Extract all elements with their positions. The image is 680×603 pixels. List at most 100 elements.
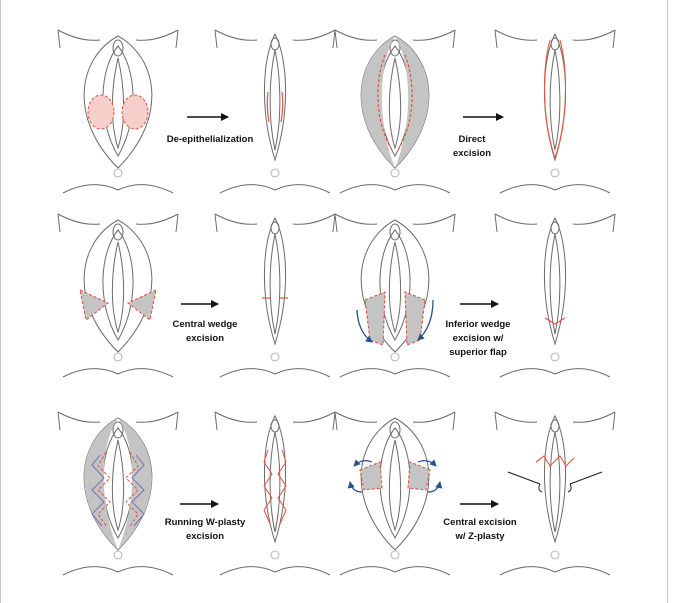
thigh-line-left: [214, 411, 218, 431]
inner-labia-outline: [379, 427, 411, 539]
fig-running-w-plasty-pre: [57, 411, 179, 576]
fig-direct-excision-post: [494, 29, 616, 194]
clitoral-hood: [389, 223, 401, 241]
retraction-suture-left: [507, 471, 541, 485]
closure-line-left: [266, 91, 270, 123]
thigh-line-right: [452, 29, 456, 49]
label-inferior-wedge: Inferior wedge excision w/ superior flap: [445, 319, 511, 358]
page-edge-right: [667, 0, 668, 603]
z-arrow-upper-right: [417, 459, 437, 467]
introitus-outline: [111, 439, 125, 532]
introitus-outline: [549, 431, 561, 533]
labia-outline: [360, 219, 430, 353]
clitoral-hood: [270, 419, 280, 433]
fig-inferior-wedge-post: [494, 213, 616, 378]
fig-direct-excision-pre: [334, 29, 456, 194]
thigh-line-left: [334, 213, 338, 233]
labia-outline: [83, 35, 153, 169]
suture-hook-left: [538, 483, 543, 493]
thigh-line-left: [494, 29, 498, 49]
introitus-outline: [111, 241, 125, 334]
incision-left: [377, 54, 393, 151]
upper-contour-right: [572, 29, 616, 41]
thigh-line-left: [57, 29, 61, 49]
w-suture-left: [263, 449, 273, 525]
introitus-outline: [388, 241, 402, 334]
thigh-line-left: [334, 411, 338, 431]
fig-central-wedge-pre: [57, 213, 179, 378]
flap-arrow-right: [417, 299, 434, 341]
clitoral-hood: [389, 421, 401, 439]
lower-contour: [339, 368, 451, 378]
thigh-line-right: [332, 213, 336, 233]
thigh-line-left: [57, 213, 61, 233]
clitoral-hood: [112, 39, 124, 57]
introitus-outline: [388, 439, 402, 532]
fig-inferior-wedge-pre: [334, 213, 456, 378]
suture-hook-right: [567, 483, 572, 493]
introitus-outline: [549, 49, 561, 151]
lower-contour: [62, 566, 174, 576]
w-line-right: [131, 454, 145, 527]
w-line-left: [91, 454, 105, 527]
de-epi-zone-right: [121, 94, 149, 130]
incision-right: [397, 54, 413, 151]
upper-contour-left: [494, 213, 538, 225]
closure-line-right: [280, 91, 284, 123]
introitus-outline: [388, 57, 402, 150]
upper-contour-right: [572, 411, 616, 423]
inferior-closure: [544, 317, 566, 325]
fig-central-z-plasty-post: [494, 411, 616, 576]
fig-central-wedge-post: [214, 213, 336, 378]
label-direct-excision: Direct excision: [452, 134, 492, 159]
thigh-line-left: [334, 29, 338, 49]
inferior-wedge-left: [364, 291, 386, 346]
lower-contour: [339, 566, 451, 576]
inner-labia-outline: [102, 45, 134, 157]
labia-outline: [360, 417, 430, 551]
anus-mark: [270, 352, 280, 362]
lower-contour: [499, 184, 611, 194]
suture-line-right: [554, 39, 567, 159]
clitoral-hood: [112, 223, 124, 241]
upper-contour-right: [292, 411, 336, 423]
thigh-line-right: [332, 411, 336, 431]
fig-central-z-plasty-pre: [334, 411, 456, 576]
anus-mark: [113, 550, 123, 560]
labia-outline: [264, 414, 286, 544]
lower-contour: [499, 566, 611, 576]
labia-outline: [264, 216, 286, 346]
lower-contour: [499, 368, 611, 378]
de-epi-zone-left: [87, 94, 115, 130]
upper-contour-right: [135, 411, 179, 423]
upper-contour-left: [214, 213, 258, 225]
upper-contour-right: [572, 213, 616, 225]
clitoral-hood: [270, 221, 280, 235]
anus-mark: [550, 550, 560, 560]
clitoral-hood: [550, 221, 560, 235]
thigh-line-left: [494, 213, 498, 233]
anus-mark: [390, 168, 400, 178]
label-central-z-plasty: Central excision w/ Z-plasty: [443, 517, 517, 542]
retraction-suture-right: [569, 471, 603, 485]
introitus-outline: [269, 233, 281, 335]
upper-contour-left: [214, 29, 258, 41]
upper-contour-left: [57, 29, 101, 41]
upper-contour-right: [412, 411, 456, 423]
anus-mark: [113, 352, 123, 362]
lower-contour: [219, 566, 331, 576]
upper-contour-left: [334, 29, 378, 41]
upper-contour-right: [292, 29, 336, 41]
inner-labia-outline: [379, 229, 411, 341]
thigh-line-left: [57, 411, 61, 431]
inner-labia-outline: [102, 427, 134, 539]
fig-running-w-plasty-post: [214, 411, 336, 576]
label-running-w-plasty: Running W-plasty excision: [164, 517, 246, 542]
upper-contour-left: [57, 411, 101, 423]
z-wedge-left: [359, 461, 383, 491]
anus-mark: [390, 352, 400, 362]
z-arrow-lower-left: [347, 481, 363, 493]
thigh-line-right: [452, 213, 456, 233]
labia-outline: [544, 32, 566, 162]
